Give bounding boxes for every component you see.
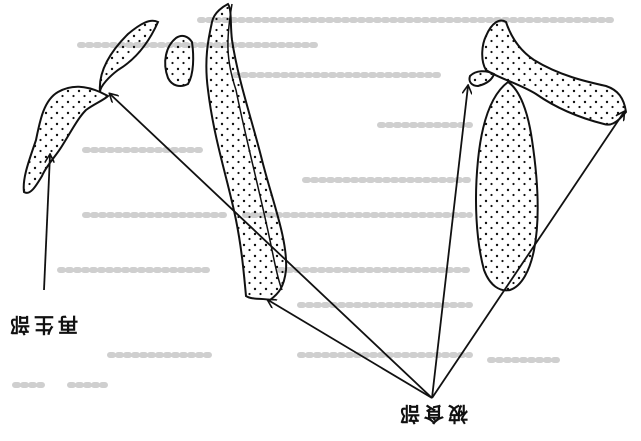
thallus-right-blade	[476, 82, 538, 290]
regeneration-part-label: 再生部	[6, 312, 78, 341]
thallus-center	[206, 4, 286, 300]
thallus-left-outer	[100, 21, 158, 92]
grazed-part-label: 被食部	[396, 401, 468, 430]
arrows	[44, 86, 624, 398]
thallus-left-lower	[24, 87, 108, 193]
arrow-regeneration	[44, 155, 50, 290]
arrow-cut-2	[268, 300, 432, 398]
thallus-right-small	[469, 71, 494, 86]
